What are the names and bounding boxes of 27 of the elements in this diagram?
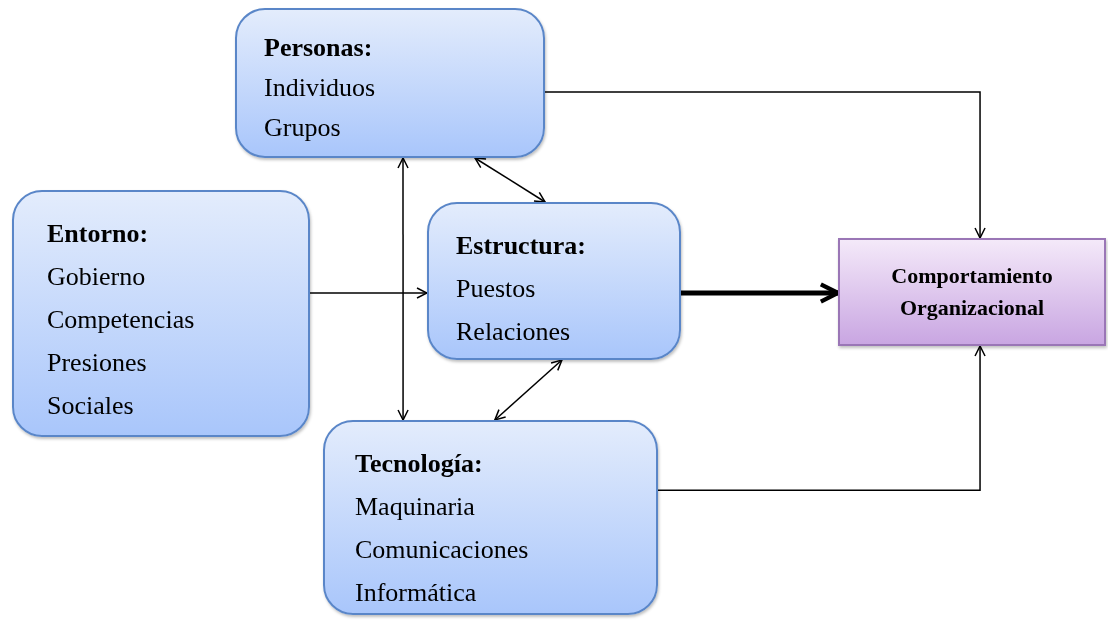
category-box [235,8,545,158]
list-item: Comunicaciones [355,534,529,566]
list-item: Grupos [264,112,341,144]
box-heading: Tecnología: [355,448,483,480]
outcome-label: Comportamiento Organizacional [890,262,1054,322]
box-heading: Entorno: [47,218,149,250]
list-item: Individuos [264,72,376,104]
arrow [657,345,986,491]
arrow [474,157,546,203]
list-item: Puestos [456,273,536,305]
arrow [309,287,428,299]
arrow [494,359,563,421]
box-heading: Personas: [264,32,373,64]
list-item: Maquinaria [355,491,475,523]
category-box [427,202,681,360]
list-item: Informática [355,577,477,609]
list-item: Sociales [47,390,134,422]
list-item: Presiones [47,347,147,379]
arrow [397,157,409,421]
list-item: Relaciones [456,316,571,348]
outcome-box [838,238,1106,346]
list-item: Gobierno [47,261,146,293]
category-box [323,420,658,615]
list-item: Competencias [47,304,195,336]
box-heading: Estructura: [456,230,586,262]
arrow [544,91,986,239]
category-box [12,190,310,437]
